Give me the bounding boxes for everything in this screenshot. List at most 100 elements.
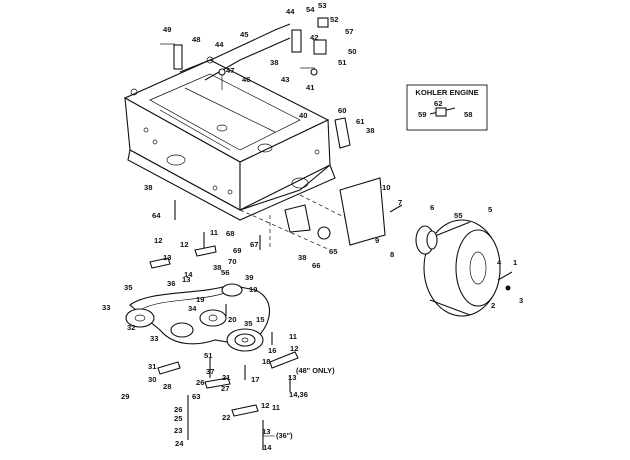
kohler-box-title: KOHLER ENGINE — [415, 88, 478, 97]
callout-label-85: 13 — [262, 427, 270, 436]
callout-label-4: 49 — [163, 25, 171, 34]
callout-label-22: 10 — [382, 183, 390, 192]
callout-label-62: 16 — [268, 346, 276, 355]
callout-label-60: 20 — [228, 315, 236, 324]
callout-label-77: 22 — [222, 413, 230, 422]
callout-label-73: 17 — [251, 375, 259, 384]
callout-label-12: 51 — [338, 58, 347, 67]
callout-label-6: 44 — [215, 40, 224, 49]
callout-label-19: 61 — [356, 117, 365, 126]
kohler-label-58: 58 — [464, 110, 472, 119]
callout-label-53: 19 — [249, 285, 257, 294]
callout-label-48: 3 — [519, 296, 523, 305]
callout-label-9: 57 — [345, 27, 353, 36]
callout-label-10: 50 — [348, 47, 356, 56]
callout-label-18: 60 — [338, 106, 346, 115]
callout-label-38: 70 — [228, 257, 236, 266]
callout-label-27: 5 — [488, 205, 493, 214]
callout-label-44: 4 — [497, 258, 502, 267]
callout-label-40: 66 — [312, 261, 320, 270]
callout-label-34: 12 — [154, 236, 162, 245]
callout-label-75: 29 — [121, 392, 129, 401]
callout-label-79: 26 — [174, 405, 182, 414]
callout-label-36: 69 — [233, 246, 241, 255]
callout-label-24: 7 — [398, 198, 402, 207]
callout-label-74: 13 — [288, 373, 296, 382]
belt-drive — [125, 200, 299, 450]
callout-label-25: 6 — [430, 203, 434, 212]
callout-label-47: 39 — [245, 273, 253, 282]
callout-label-15: 43 — [281, 75, 289, 84]
callout-label-35: 12 — [180, 240, 188, 249]
callout-label-39: 38 — [298, 253, 306, 262]
callout-label-0: 54 — [306, 5, 315, 14]
callout-label-57: 32 — [127, 323, 135, 332]
callout-label-50: 36 — [167, 279, 175, 288]
callout-label-70: 26 — [196, 378, 204, 387]
callout-label-56: 35 — [244, 319, 253, 328]
callout-label-16: 41 — [306, 83, 315, 92]
callout-label-42: 14 — [184, 270, 193, 279]
callout-label-46: 56 — [221, 268, 229, 277]
callout-label-54: 33 — [102, 303, 110, 312]
caster-wheel — [415, 219, 513, 317]
callout-label-59: 15 — [256, 315, 265, 324]
callout-label-68: 30 — [148, 375, 156, 384]
callout-label-86: 14 — [263, 443, 272, 452]
callout-label-82: 24 — [175, 439, 184, 448]
callout-label-29: 68 — [226, 229, 234, 238]
callout-label-63: 12 — [290, 344, 298, 353]
right-brackets — [284, 117, 403, 246]
callout-label-49: 2 — [491, 301, 495, 310]
callout-label-71: 27 — [221, 384, 229, 393]
callout-label-5: 48 — [192, 35, 200, 44]
callout-label-72: 21 — [222, 373, 231, 382]
callout-label-61: 11 — [289, 332, 298, 341]
callout-label-20: 38 — [366, 126, 374, 135]
callout-label-76: 63 — [192, 392, 200, 401]
callout-label-55: 34 — [188, 304, 197, 313]
callout-label-23: 64 — [152, 211, 161, 220]
callout-label-51: 35 — [124, 283, 133, 292]
callout-label-65: 51 — [204, 351, 213, 360]
callout-label-32: 9 — [375, 236, 379, 245]
callout-label-41: 13 — [182, 275, 190, 284]
deck-frame — [123, 56, 361, 251]
callout-label-31: 65 — [329, 247, 338, 256]
callout-label-21: 38 — [144, 183, 152, 192]
callout-label-13: 47 — [226, 66, 234, 75]
callout-label-64: 18 — [262, 357, 270, 366]
callout-label-83: 11 — [272, 403, 281, 412]
callout-label-33: 8 — [390, 250, 394, 259]
callout-label-81: 23 — [174, 426, 182, 435]
callout-label-14: 46 — [242, 75, 250, 84]
control-linkage — [160, 17, 329, 90]
callout-label-2: 52 — [330, 15, 338, 24]
callout-label-1: 53 — [318, 1, 326, 10]
kohler-engine-inset: KOHLER ENGINE 62 59 58 — [406, 84, 488, 131]
callout-label-3: 44 — [286, 7, 295, 16]
callout-label-58: 33 — [150, 334, 158, 343]
note-36: (36") — [276, 431, 293, 440]
callout-label-30: 67 — [250, 240, 258, 249]
callout-label-66: 31 — [148, 362, 157, 371]
callout-label-7: 45 — [240, 30, 249, 39]
callout-label-26: 55 — [454, 211, 463, 220]
callout-label-8: 42 — [310, 33, 318, 42]
note-48-only: (48" ONLY) — [296, 366, 335, 375]
callout-label-45: 1 — [513, 258, 518, 267]
callout-label-28: 11 — [210, 228, 219, 237]
callout-label-84: 12 — [261, 401, 269, 410]
callout-label-43: 38 — [213, 263, 221, 272]
kohler-label-59: 59 — [418, 110, 426, 119]
callout-label-11: 38 — [270, 58, 278, 67]
callout-label-37: 13 — [163, 253, 171, 262]
callout-label-52: 19 — [196, 295, 204, 304]
callout-label-78: 14,36 — [289, 390, 308, 399]
callout-label-17: 40 — [299, 111, 307, 120]
callout-label-69: 28 — [163, 382, 171, 391]
callout-label-80: 25 — [174, 414, 183, 423]
